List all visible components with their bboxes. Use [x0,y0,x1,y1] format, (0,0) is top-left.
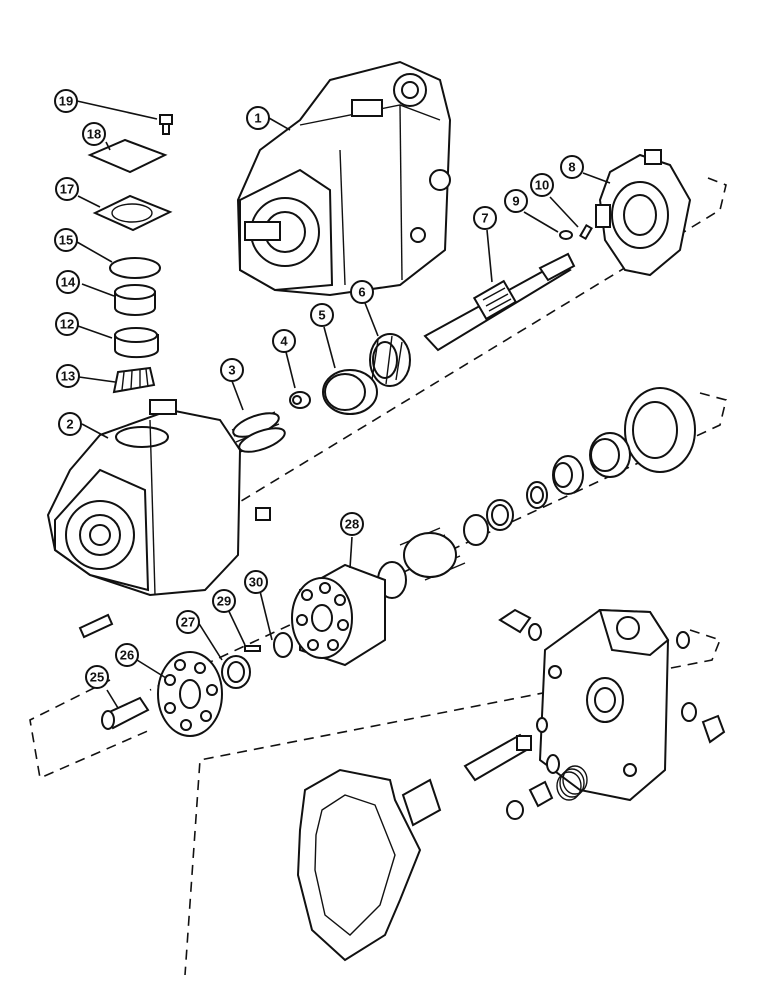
part-4-seat [289,391,311,409]
part-5-bearing-cup [322,369,378,415]
piston-spring [377,527,466,599]
end-cover-gasket [296,768,422,962]
callout-label-7: 7 [481,211,488,226]
end-cover-small-parts [401,608,726,827]
callout-label-15: 15 [59,233,73,248]
part-7-shaft [423,252,576,352]
callout-label-30: 30 [249,575,263,590]
callout-label-9: 9 [512,194,519,209]
part-12-bearing-cup [114,327,159,359]
callout-18: 18 [82,122,106,146]
callout-label-12: 12 [60,317,74,332]
upper-row-parts [463,387,696,546]
part-18-cover-plate [87,138,168,174]
callout-17: 17 [55,177,79,201]
end-cover [538,608,670,802]
callout-label-13: 13 [61,369,75,384]
callout-6: 6 [350,280,374,304]
callout-25: 25 [85,665,109,689]
callout-8: 8 [560,155,584,179]
part-8-yoke [595,149,692,277]
callout-label-14: 14 [61,275,76,290]
callout-label-29: 29 [217,594,231,609]
callout-label-4: 4 [280,334,288,349]
callout-label-25: 25 [90,670,104,685]
callout-label-5: 5 [318,308,325,323]
callout-label-6: 6 [358,285,365,300]
leader-lines [76,100,611,709]
callout-14: 14 [56,270,80,294]
callout-label-8: 8 [568,160,575,175]
part-27-bearing [221,655,251,689]
callout-28: 28 [340,512,364,536]
part-28-cylinder-block [291,563,386,667]
part-26-retainer-plate [157,651,223,737]
callout-30: 30 [244,570,268,594]
callout-label-28: 28 [345,517,359,532]
callout-label-10: 10 [535,178,549,193]
callout-4: 4 [272,329,296,353]
callout-label-1: 1 [254,111,261,126]
part-1-pump-assembly [236,60,452,297]
part-30-ring [273,632,293,658]
callout-label-18: 18 [87,127,101,142]
callout-9: 9 [504,189,528,213]
callout-label-17: 17 [60,182,74,197]
callout-15: 15 [54,228,78,252]
callout-1: 1 [246,106,270,130]
callout-label-3: 3 [228,363,235,378]
loose-plug [78,613,114,639]
callout-label-27: 27 [181,615,195,630]
part-25-piston [101,696,150,730]
callout-29: 29 [212,589,236,613]
part-29-pin [244,645,261,652]
part-19-bolt [159,114,173,135]
part-3-spring [231,411,286,453]
callout-label-26: 26 [120,648,134,663]
part-6-bearing [369,333,411,387]
callout-13: 13 [56,364,80,388]
callout-label-19: 19 [59,94,73,109]
callout-5: 5 [310,303,334,327]
callout-19: 19 [54,89,78,113]
callout-label-2: 2 [66,417,73,432]
part-9-washer [559,230,573,240]
part-17-gasket [92,194,173,232]
callout-3: 3 [220,358,244,382]
callout-27: 27 [176,610,200,634]
part-2-housing [46,399,271,597]
callout-12: 12 [55,312,79,336]
callout-26: 26 [115,643,139,667]
part-13-tapered-bearing [112,366,156,394]
part-10-pin [579,223,593,241]
part-14-bearing-cup [114,284,156,316]
callout-2: 2 [58,412,82,436]
part-15-o-ring [109,257,161,279]
callout-10: 10 [530,173,554,197]
callout-7: 7 [473,206,497,230]
